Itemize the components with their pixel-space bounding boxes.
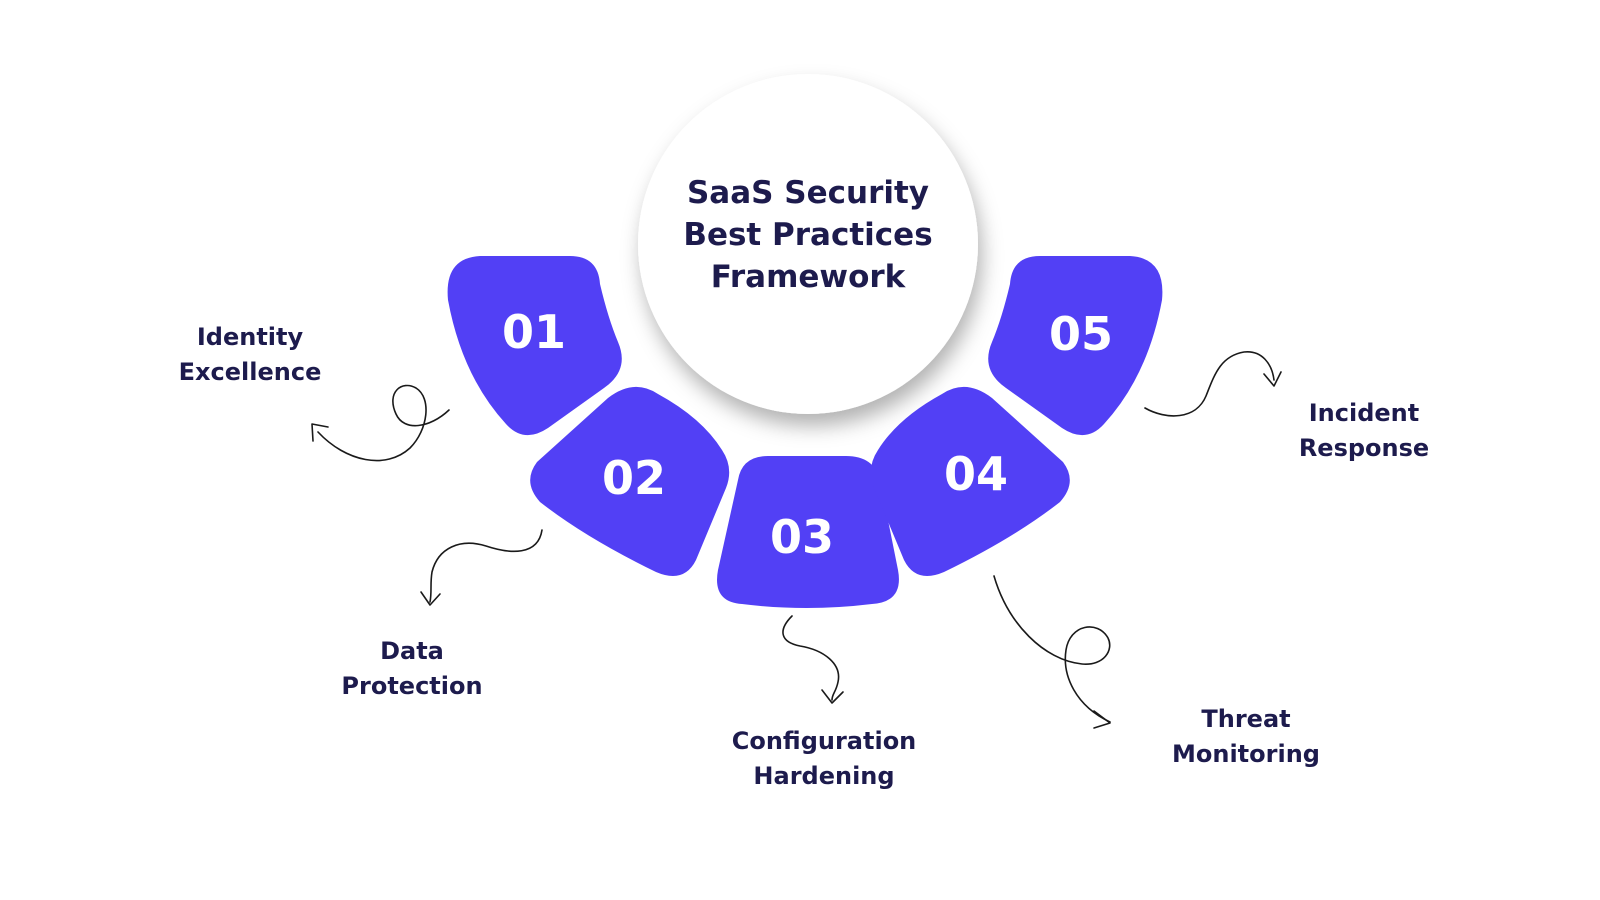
arrow-02: [429, 529, 543, 603]
segment-03: [717, 456, 899, 608]
arrow-03: [782, 615, 840, 701]
segment-05: [988, 256, 1163, 436]
center-title: SaaS Security Best Practices Framework: [648, 172, 968, 298]
step-label-04-line-1: Threat: [1201, 705, 1291, 733]
step-label-03-line-1: Configuration: [731, 727, 917, 755]
step-label-01-line-2: Excellence: [178, 358, 322, 386]
step-label-05-line-1: Incident: [1308, 399, 1420, 427]
step-label-05-line-2: Response: [1298, 434, 1430, 462]
arrow-03-head: [821, 689, 844, 704]
center-title-line-1: SaaS Security: [686, 175, 930, 211]
center-circle: [638, 74, 978, 414]
segment-04: [870, 386, 1070, 576]
step-number-04: 04: [944, 447, 1008, 501]
arrow-01: [317, 384, 450, 462]
step-number-01: 01: [502, 305, 566, 359]
step-number-05: 05: [1049, 307, 1113, 361]
step-label-02: Data Protection: [282, 634, 542, 704]
step-label-02-line-1: Data: [380, 637, 444, 665]
step-number-03: 03: [770, 510, 834, 564]
step-label-03-line-2: Hardening: [753, 762, 895, 790]
segment-01: [447, 256, 622, 436]
step-label-01-line-1: Identity: [196, 323, 304, 351]
step-label-02-line-2: Protection: [341, 672, 483, 700]
arrow-05-head: [1263, 371, 1282, 387]
arrow-02-head: [420, 591, 441, 606]
center-title-line-3: Framework: [710, 259, 906, 295]
segment-02: [530, 386, 730, 576]
step-label-05: Incident Response: [1234, 396, 1494, 466]
arrow-04-head: [1093, 710, 1111, 729]
center-title-line-2: Best Practices: [683, 217, 933, 253]
step-label-04-line-2: Monitoring: [1172, 740, 1320, 768]
step-label-03: Configuration Hardening: [694, 724, 954, 794]
arrow-05: [1144, 351, 1275, 417]
step-label-01: Identity Excellence: [120, 320, 380, 390]
arrow-04: [993, 575, 1111, 723]
arrow-01-head: [311, 423, 329, 442]
step-number-02: 02: [602, 451, 666, 505]
step-label-04: Threat Monitoring: [1116, 702, 1376, 772]
